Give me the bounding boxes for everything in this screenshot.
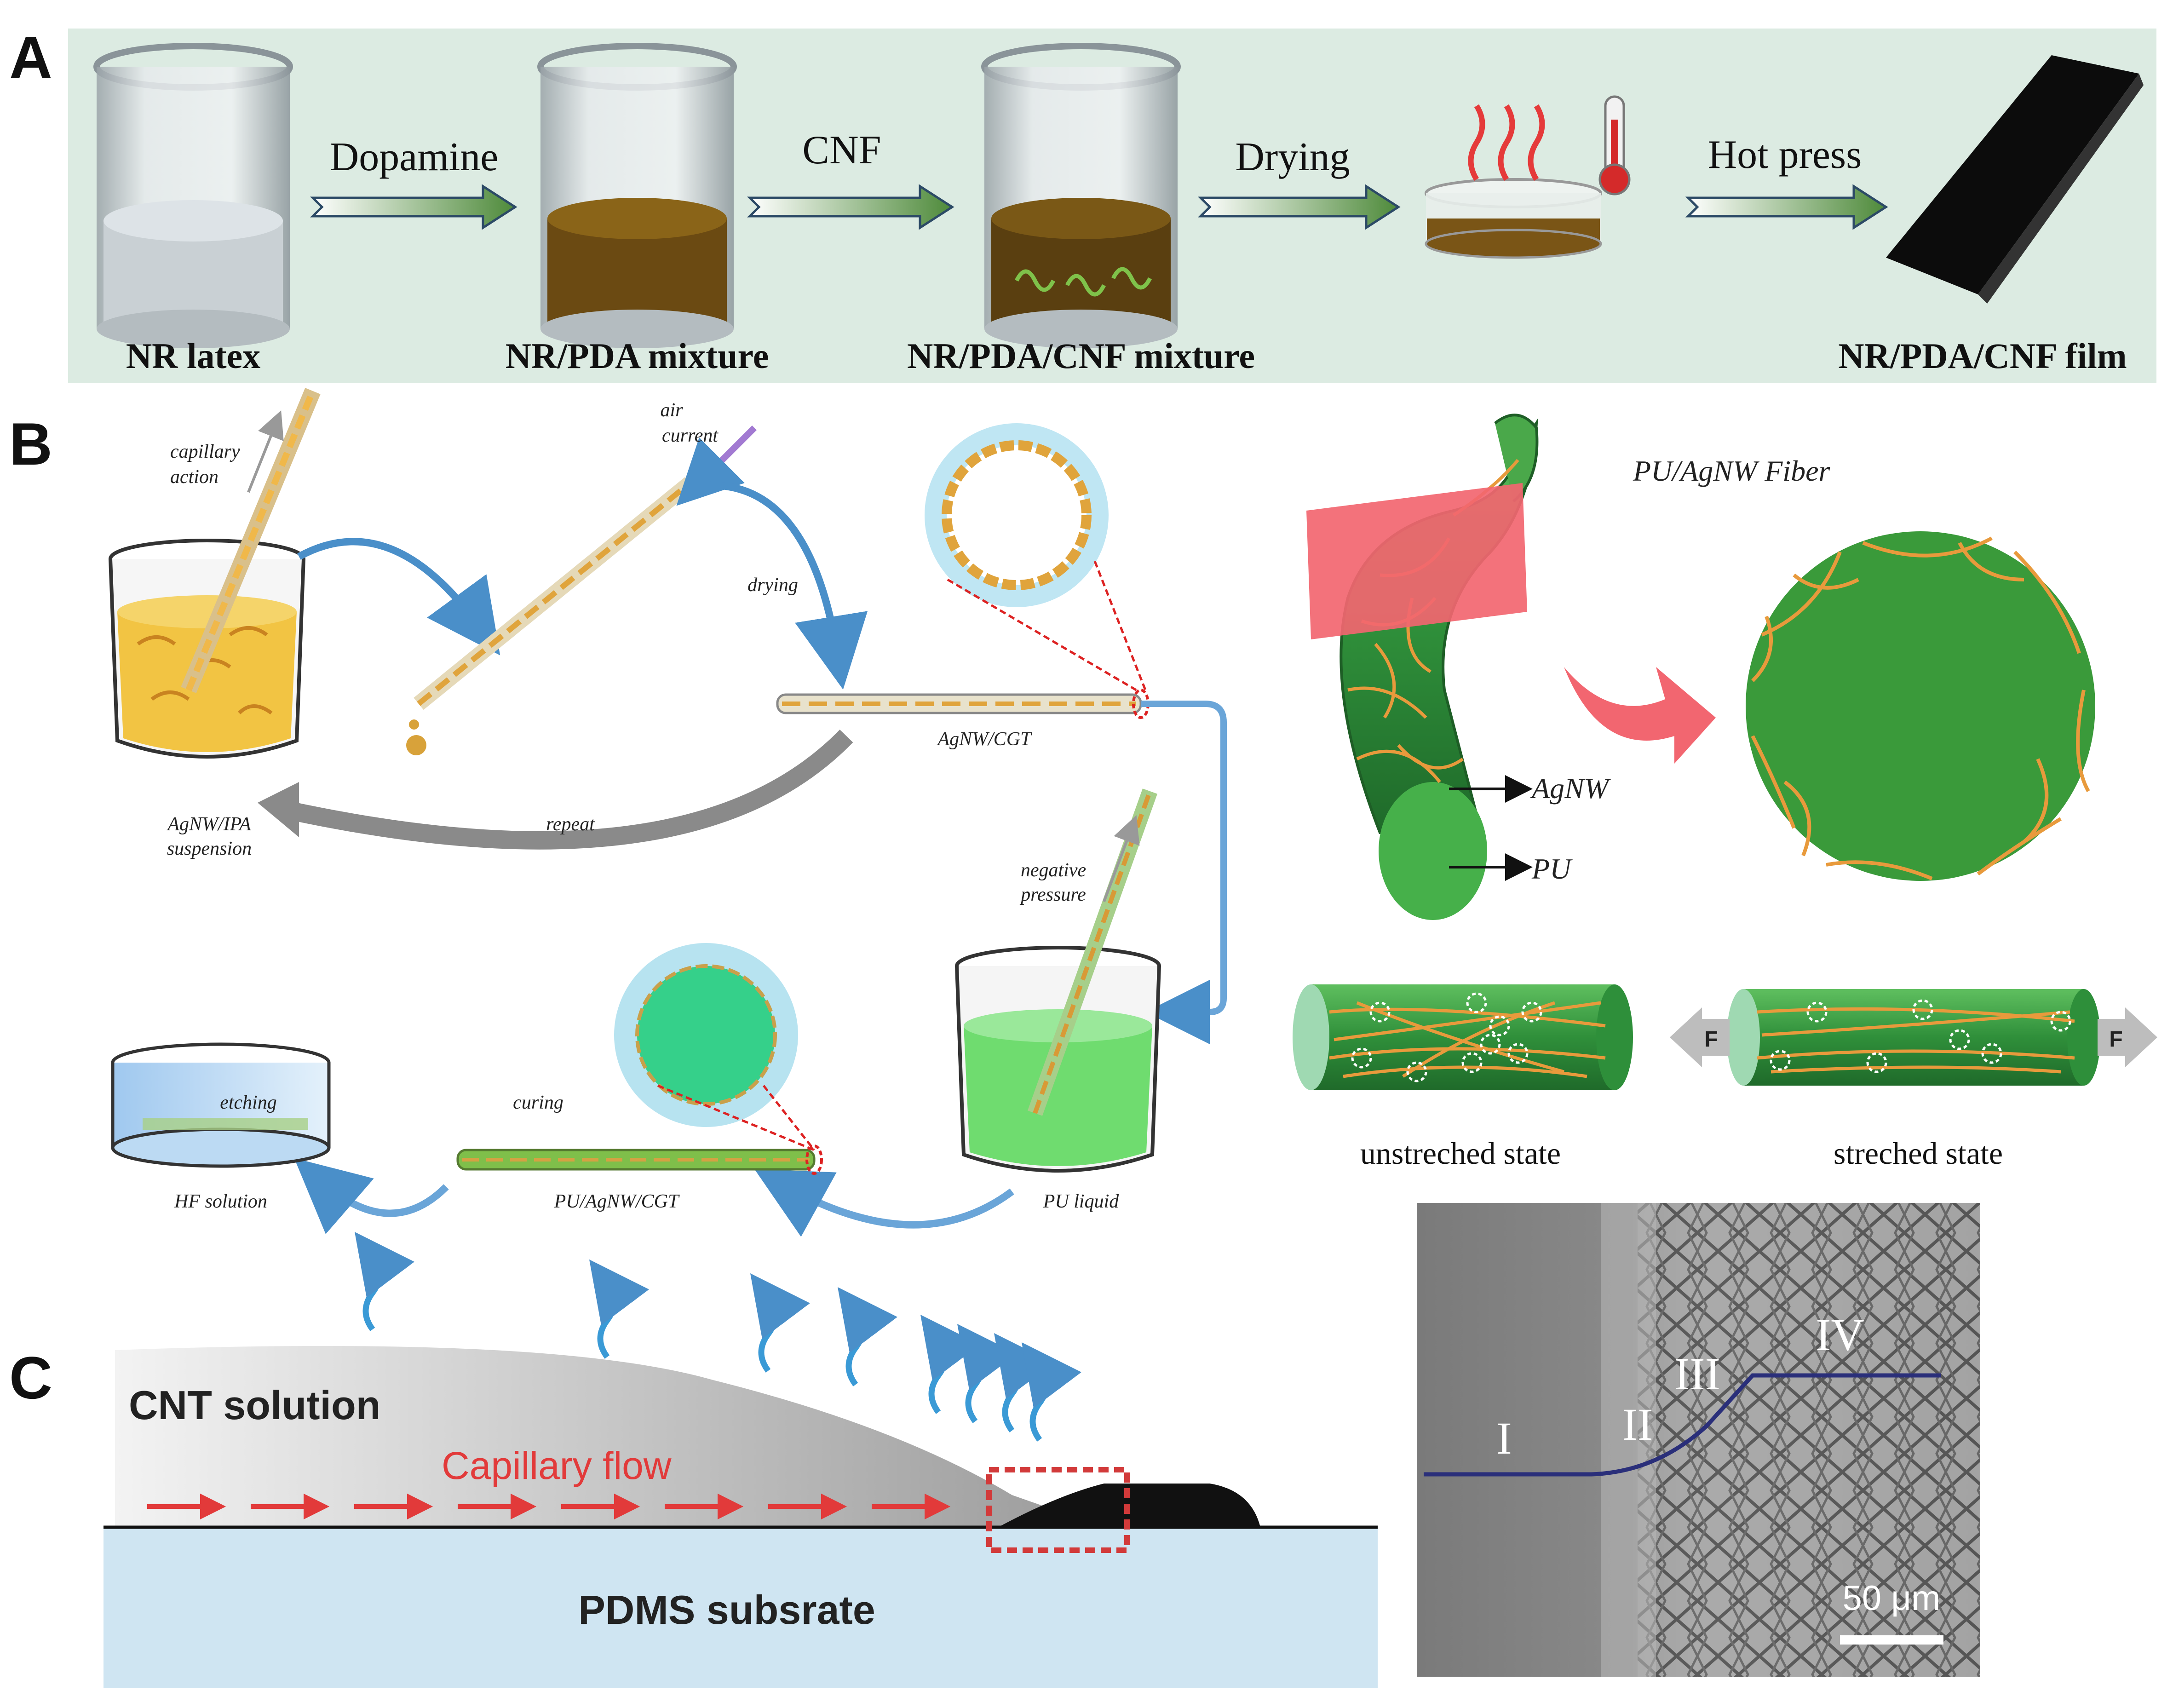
hf-solution-dish [111, 1042, 331, 1168]
label-pu: PU [1531, 852, 1573, 885]
capillary-action-arrow [247, 410, 284, 493]
arrow-dopamine [310, 184, 517, 230]
sem-image [1417, 1203, 1980, 1677]
label-capillary-action: capillary [170, 441, 240, 462]
label-pu-liquid: PU liquid [1043, 1191, 1119, 1212]
cnt-solution [115, 1346, 1104, 1527]
label-negative-pressure: negative [1021, 860, 1086, 881]
beaker-nr-pda-cnf [981, 43, 1181, 348]
label-stretched: streched state [1834, 1136, 2003, 1171]
flow-arrow [754, 1169, 1014, 1237]
label-repeat: repeat [546, 814, 595, 835]
heat-wave-icon [1468, 104, 1485, 181]
label-cnt-solution: CNT solution [129, 1382, 380, 1428]
drying-arrow [708, 481, 868, 690]
label-force-left: F [1704, 1027, 1718, 1052]
label-pu-agnw-cgt: PU/AgNW/CGT [554, 1191, 680, 1212]
connector-arrow [1141, 701, 1227, 1044]
label-region-4: IV [1816, 1309, 1864, 1360]
capillary-flow-arrows [147, 1493, 951, 1520]
nr-pda-cnf-film [1886, 55, 2144, 304]
cross-section-agnw-cgt [925, 423, 1147, 691]
label-nr-latex: NR latex [126, 336, 260, 376]
zoom-marker [805, 1144, 823, 1175]
heat-wave-icon [1528, 104, 1545, 181]
thickness-profile-line [1424, 1373, 1941, 1477]
unstretched-fiber [1293, 984, 1633, 1090]
thermometer-icon [1598, 95, 1631, 196]
label-nr-pda-cnf-mixture: NR/PDA/CNF mixture [907, 336, 1255, 376]
flow-arrow [297, 538, 500, 656]
label-pdms-substrate: PDMS subsrate [578, 1587, 875, 1633]
repeat-arrow [283, 730, 853, 850]
arrow-drying [1197, 184, 1401, 230]
label-force-right: F [2109, 1027, 2122, 1052]
zoom-arrow [1564, 667, 1716, 764]
label-nr-pda-cnf-film: NR/PDA/CNF film [1838, 336, 2127, 376]
label-scale-bar: 50 μm [1843, 1579, 1941, 1618]
arrow-hot-press [1685, 184, 1888, 230]
panel-label-a: A [9, 24, 52, 91]
label-agnw-ipa-2: suspension [167, 838, 252, 859]
beaker-nr-latex [93, 43, 293, 348]
label-region-3: III [1674, 1348, 1720, 1399]
droplet [409, 719, 419, 730]
negative-pressure-arrow [1103, 815, 1140, 903]
label-agnw-cgt: AgNW/CGT [936, 729, 1032, 750]
label-hf-solution: HF solution [174, 1191, 267, 1212]
label-hot-press: Hot press [1708, 132, 1862, 177]
stretched-fiber [1727, 989, 2100, 1086]
label-agnw: AgNW [1530, 772, 1611, 805]
cutting-plane [1306, 483, 1527, 639]
label-region-2: II [1622, 1399, 1653, 1450]
label-region-1: I [1496, 1413, 1512, 1464]
label-fiber-title: PU/AgNW Fiber [1633, 454, 1830, 487]
label-air-current-2: current [662, 425, 719, 446]
label-negative-pressure-2: pressure [1019, 884, 1086, 905]
flow-arrow [294, 1158, 449, 1234]
beaker-nr-pda [537, 43, 737, 348]
label-air-current: air [660, 400, 683, 421]
label-unstretched: unstreched state [1360, 1136, 1561, 1171]
label-etching: etching [220, 1092, 277, 1113]
arrow-cnf [747, 184, 954, 230]
heat-wave-icon [1498, 104, 1515, 181]
label-agnw-ipa: AgNW/IPA [166, 814, 251, 835]
force-arrow-left [1670, 1007, 1730, 1067]
force-arrow-right [2098, 1007, 2157, 1067]
highlight-box [986, 1467, 1130, 1553]
air-current-arrow [676, 426, 757, 506]
label-capillary-flow: Capillary flow [442, 1444, 672, 1487]
fiber-cross-section [1746, 531, 2095, 881]
label-drying: Drying [1235, 135, 1350, 179]
label-drying-b: drying [747, 575, 798, 596]
pdms-substrate [103, 1527, 1378, 1688]
label-curing: curing [513, 1092, 563, 1113]
petri-dish-heating [1425, 95, 1631, 259]
label-nr-pda-mixture: NR/PDA mixture [506, 336, 769, 376]
scale-bar [1840, 1635, 1943, 1645]
droplet [406, 735, 426, 755]
label-capillary-action-2: action [170, 466, 218, 488]
panel-label-b: B [9, 410, 52, 477]
label-dopamine: Dopamine [330, 135, 499, 179]
label-cnf: CNF [802, 128, 881, 173]
evaporation-arrows [355, 1231, 1081, 1442]
cross-section-pu-agnw-cgt [614, 943, 815, 1151]
panel-label-c: C [9, 1344, 52, 1411]
